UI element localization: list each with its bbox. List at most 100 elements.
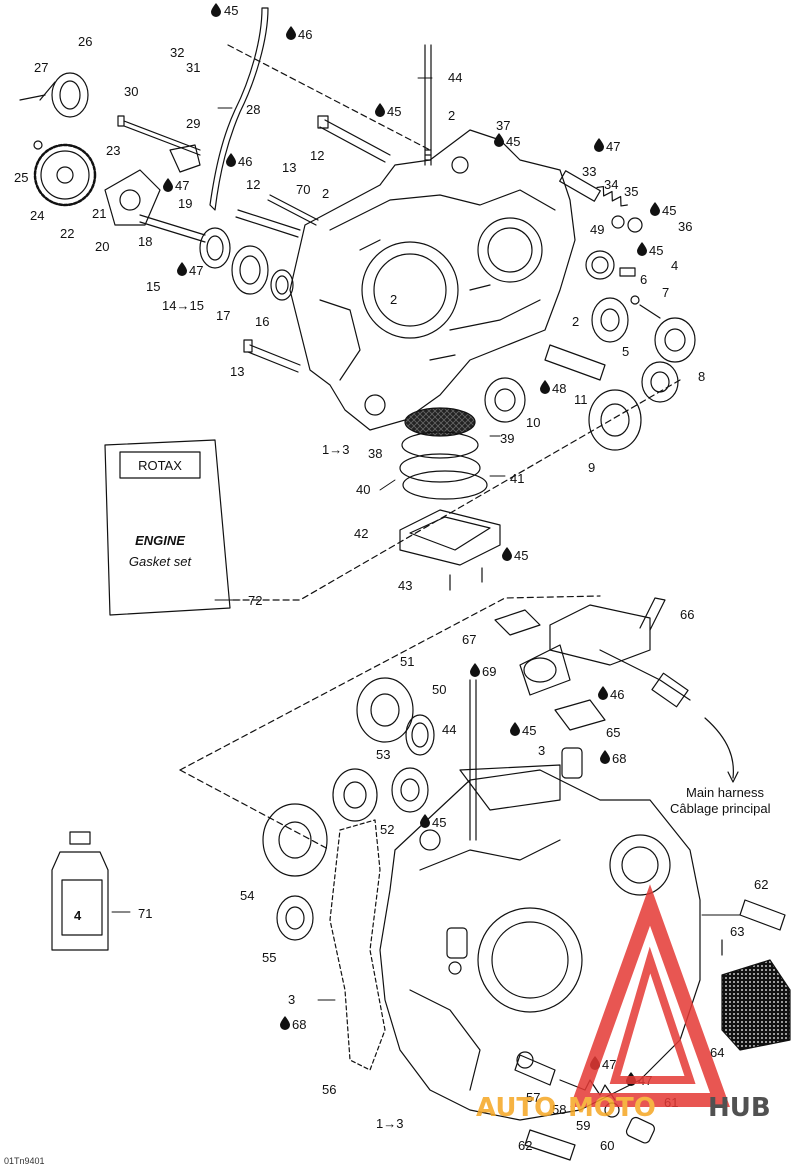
oil-tube-28 <box>209 7 269 211</box>
callout-19: 19 <box>178 196 192 211</box>
figure-code: 01Tn9401 <box>4 1156 45 1166</box>
callout-56: 56 <box>322 1082 336 1097</box>
callout-43: 43 <box>398 578 412 593</box>
callout-71: 71 <box>138 906 152 921</box>
callout-26: 26 <box>78 34 92 49</box>
callout-39: 39 <box>500 431 514 446</box>
callout-58: 58 <box>552 1102 566 1117</box>
lower-crankcase <box>379 769 701 1121</box>
callout-47: 47 <box>606 139 620 154</box>
callout-4: 4 <box>671 258 678 273</box>
callout-37: 37 <box>496 118 510 133</box>
bolt-12 <box>317 115 391 163</box>
callout-62: 62 <box>518 1138 532 1153</box>
plate-67 <box>494 609 541 636</box>
callout-18: 18 <box>138 234 152 249</box>
callout-64: 64 <box>710 1045 724 1060</box>
harness-arrow-head <box>727 771 739 783</box>
upper-crankcase <box>289 129 576 431</box>
watermark-text-moto: MOTO <box>568 1093 656 1123</box>
callout-45: 45 <box>432 815 446 830</box>
callout-65: 65 <box>606 725 620 740</box>
callout-12: 12 <box>246 177 260 192</box>
callout-2: 2 <box>390 292 397 307</box>
washer-6 <box>630 295 640 305</box>
callout-29: 29 <box>186 116 200 131</box>
leader-lines <box>111 77 741 1001</box>
callout-16: 16 <box>255 314 269 329</box>
cover-42 <box>399 509 501 566</box>
gasket-56 <box>329 819 386 1071</box>
callout-5: 5 <box>622 344 629 359</box>
gear-24 <box>33 143 97 207</box>
sleeve-3a <box>561 747 583 779</box>
shaft-18 <box>139 214 206 243</box>
plug-36 <box>627 217 643 233</box>
callout-50: 50 <box>432 682 446 697</box>
harness-label-fr: Câblage principal <box>670 801 771 816</box>
callout-67: 67 <box>462 632 476 647</box>
callout-42: 42 <box>354 526 368 541</box>
bearing-52 <box>391 767 429 813</box>
assembly-line-a <box>179 595 601 771</box>
callout-30: 30 <box>124 84 138 99</box>
callout-23: 23 <box>106 143 120 158</box>
o-ring-41 <box>402 470 488 500</box>
gasket-kit-box <box>104 439 231 616</box>
starter-66 <box>519 597 691 708</box>
callout-27: 27 <box>34 60 48 75</box>
callout-59: 59 <box>576 1118 590 1133</box>
callout-7: 7 <box>662 285 669 300</box>
rotor-15 <box>199 227 231 269</box>
callout-45: 45 <box>506 134 520 149</box>
callout-1-to-3: 1→3 <box>322 442 349 457</box>
pump-body-20 <box>104 169 161 226</box>
assembly-line-d <box>227 44 431 151</box>
callout-38: 38 <box>368 446 382 461</box>
callout-25: 25 <box>14 170 28 185</box>
gasket-39 <box>401 431 479 459</box>
callout-57: 57 <box>526 1090 540 1105</box>
assembly-line-c <box>229 379 681 601</box>
gasket-65 <box>554 699 606 731</box>
callout-54: 54 <box>240 888 254 903</box>
gasket-kit-title: ENGINE <box>135 533 185 548</box>
assembly-line-b <box>179 769 331 851</box>
callout-22: 22 <box>60 226 74 241</box>
screw-27 <box>19 94 46 101</box>
screw-4 <box>619 267 636 277</box>
oil-bottle-label: 4 <box>74 908 82 923</box>
callout-3: 3 <box>538 743 545 758</box>
callout-20: 20 <box>95 239 109 254</box>
bearing-55 <box>276 895 314 941</box>
callout-60: 60 <box>600 1138 614 1153</box>
callout-2: 2 <box>448 108 455 123</box>
bolt-30 <box>117 115 201 156</box>
sleeve-3b <box>446 927 468 959</box>
callout-68: 68 <box>292 1017 306 1032</box>
callout-28: 28 <box>246 102 260 117</box>
bearing-9 <box>588 389 642 451</box>
cylinder-plate <box>459 764 561 811</box>
bearing-5a <box>591 297 629 343</box>
callout-24: 24 <box>30 208 44 223</box>
callout-35: 35 <box>624 184 638 199</box>
callout-44: 44 <box>442 722 456 737</box>
shaft-57 <box>514 1051 556 1086</box>
callout-6: 6 <box>640 272 647 287</box>
callout-34: 34 <box>604 177 618 192</box>
gasket-kit-subtitle: Gasket set <box>129 554 193 569</box>
callout-12: 12 <box>310 148 324 163</box>
callout-14-to-15: 14→15 <box>162 298 204 313</box>
callout-46: 46 <box>610 687 624 702</box>
long-stud-44-lower <box>469 679 477 841</box>
callout-11: 11 <box>574 392 588 407</box>
shaft-11 <box>544 344 606 381</box>
screen-38 <box>404 407 476 437</box>
watermark-text-hub: HUB <box>708 1093 771 1123</box>
callout-53: 53 <box>376 747 390 762</box>
callout-48: 48 <box>552 381 566 396</box>
long-stud-44-upper <box>424 44 432 166</box>
callout-52: 52 <box>380 822 394 837</box>
callout-15: 15 <box>146 279 160 294</box>
